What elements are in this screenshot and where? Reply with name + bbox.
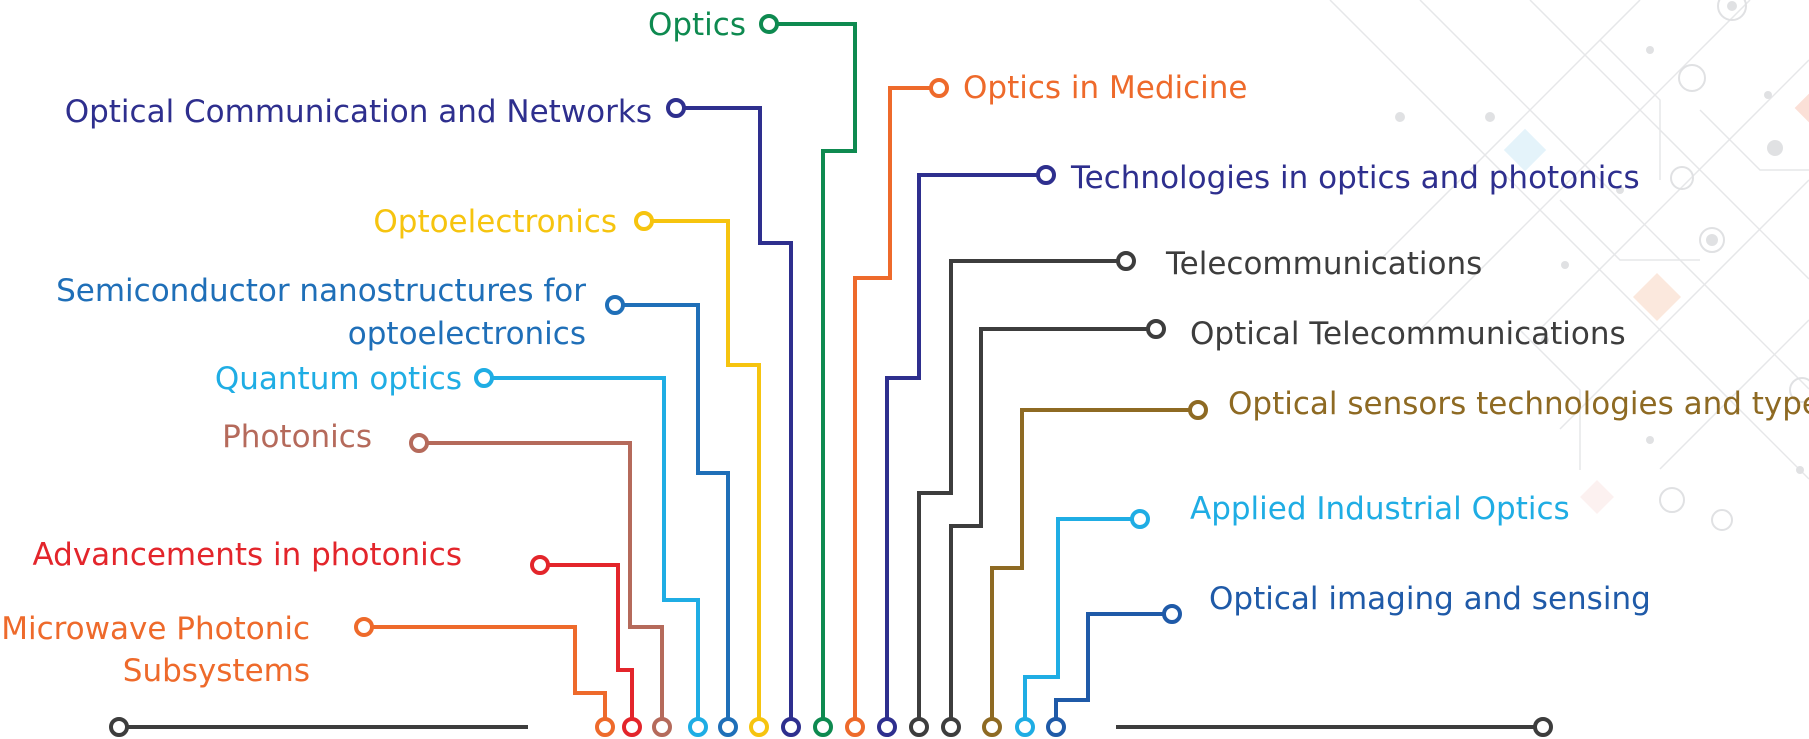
node-sensors-start: [1188, 400, 1208, 420]
label-imaging-line: Optical imaging and sensing: [1209, 581, 1651, 617]
node-telecommunications-start: [1116, 251, 1136, 271]
node-microwave-terminal: [595, 717, 615, 737]
topic-imaging[interactable]: [1046, 604, 1182, 737]
label-microwave-line: Subsystems: [123, 653, 310, 689]
node-industrial-terminal: [1015, 717, 1035, 737]
node-optics-start: [759, 14, 779, 34]
label-quantum-line: Quantum optics: [215, 361, 462, 397]
node-telecommunications-terminal: [909, 717, 929, 737]
trace-optics: [769, 22, 857, 727]
node-optics-medicine-terminal: [845, 717, 865, 737]
trace-telecommunications: [917, 259, 1126, 727]
topic-optoelectronics[interactable]: [634, 211, 769, 737]
label-optics-line: Optics: [648, 7, 746, 43]
label-semiconductor-line: Semiconductor nanostructures for: [56, 273, 586, 309]
topic-optical-communication[interactable]: [666, 98, 801, 737]
label-telecommunications[interactable]: Telecommunications: [1165, 246, 1482, 282]
baseline-right-node: [1533, 717, 1553, 737]
label-sensors-line: Optical sensors technologies and types: [1228, 386, 1809, 422]
topic-advancements[interactable]: [530, 555, 642, 737]
node-optical-communication-start: [666, 98, 686, 118]
node-imaging-terminal: [1046, 717, 1066, 737]
trace-advancements: [540, 563, 634, 727]
label-optical-communication-line: Optical Communication and Networks: [65, 94, 652, 130]
topic-optics-medicine[interactable]: [845, 78, 949, 737]
topic-optics[interactable]: [759, 14, 857, 737]
label-optics-medicine[interactable]: Optics in Medicine: [963, 70, 1248, 106]
trace-microwave: [364, 625, 607, 727]
node-photonics-terminal: [652, 717, 672, 737]
node-technologies-terminal: [877, 717, 897, 737]
label-optoelectronics[interactable]: Optoelectronics: [373, 204, 617, 240]
node-optoelectronics-terminal: [749, 717, 769, 737]
baseline-left-node: [109, 717, 129, 737]
topic-sensors[interactable]: [982, 400, 1208, 737]
circuit-background-pattern: [1329, 0, 1809, 531]
topic-quantum[interactable]: [474, 368, 708, 737]
node-optical-telecom-terminal: [941, 717, 961, 737]
trace-industrial: [1023, 517, 1140, 727]
node-optical-telecom-start: [1146, 319, 1166, 339]
trace-imaging: [1054, 612, 1172, 727]
node-optoelectronics-start: [634, 211, 654, 231]
label-industrial[interactable]: Applied Industrial Optics: [1190, 491, 1570, 527]
label-microwave-line: Microwave Photonic: [1, 611, 310, 647]
topic-semiconductor[interactable]: [605, 295, 738, 737]
label-quantum[interactable]: Quantum optics: [215, 361, 462, 397]
trace-semiconductor: [615, 303, 730, 727]
topic-technologies[interactable]: [877, 165, 1056, 737]
trace-optical-communication: [676, 106, 793, 727]
label-telecommunications-line: Telecommunications: [1165, 246, 1482, 282]
trace-quantum: [484, 376, 700, 727]
topic-telecommunications[interactable]: [909, 251, 1136, 737]
label-optics[interactable]: Optics: [648, 7, 746, 43]
label-sensors[interactable]: Optical sensors technologies and types: [1228, 386, 1809, 422]
label-technologies[interactable]: Technologies in optics and photonics: [1070, 160, 1640, 196]
topic-photonics[interactable]: [409, 433, 672, 737]
trace-sensors: [990, 408, 1198, 727]
trace-optical-telecom: [949, 327, 1156, 727]
node-industrial-start: [1130, 509, 1150, 529]
node-quantum-terminal: [688, 717, 708, 737]
label-technologies-line: Technologies in optics and photonics: [1070, 160, 1640, 196]
node-semiconductor-terminal: [718, 717, 738, 737]
topic-microwave[interactable]: [354, 617, 615, 737]
trace-optoelectronics: [644, 219, 761, 727]
label-photonics[interactable]: Photonics: [222, 419, 372, 455]
topic-industrial[interactable]: [1015, 509, 1150, 737]
node-sensors-terminal: [982, 717, 1002, 737]
label-optical-telecom-line: Optical Telecommunications: [1190, 316, 1626, 352]
label-semiconductor-line: optoelectronics: [348, 316, 586, 352]
node-quantum-start: [474, 368, 494, 388]
node-photonics-start: [409, 433, 429, 453]
label-optical-communication[interactable]: Optical Communication and Networks: [65, 94, 652, 130]
node-optics-medicine-start: [929, 78, 949, 98]
label-industrial-line: Applied Industrial Optics: [1190, 491, 1570, 527]
topic-optical-telecom[interactable]: [941, 319, 1166, 737]
trace-technologies: [885, 173, 1046, 727]
node-semiconductor-start: [605, 295, 625, 315]
node-optical-communication-terminal: [781, 717, 801, 737]
label-semiconductor[interactable]: Semiconductor nanostructures for optoelec…: [56, 273, 586, 352]
node-advancements-terminal: [622, 717, 642, 737]
label-optoelectronics-line: Optoelectronics: [373, 204, 617, 240]
node-advancements-start: [530, 555, 550, 575]
label-advancements[interactable]: Advancements in photonics: [32, 537, 462, 573]
label-imaging[interactable]: Optical imaging and sensing: [1209, 581, 1651, 617]
label-photonics-line: Photonics: [222, 419, 372, 455]
label-optics-medicine-line: Optics in Medicine: [963, 70, 1248, 106]
trace-optics-medicine: [853, 86, 939, 727]
label-advancements-line: Advancements in photonics: [32, 537, 462, 573]
node-optics-terminal: [813, 717, 833, 737]
node-imaging-start: [1162, 604, 1182, 624]
node-microwave-start: [354, 617, 374, 637]
label-optical-telecom[interactable]: Optical Telecommunications: [1190, 316, 1626, 352]
node-technologies-start: [1036, 165, 1056, 185]
trace-photonics: [419, 441, 664, 727]
